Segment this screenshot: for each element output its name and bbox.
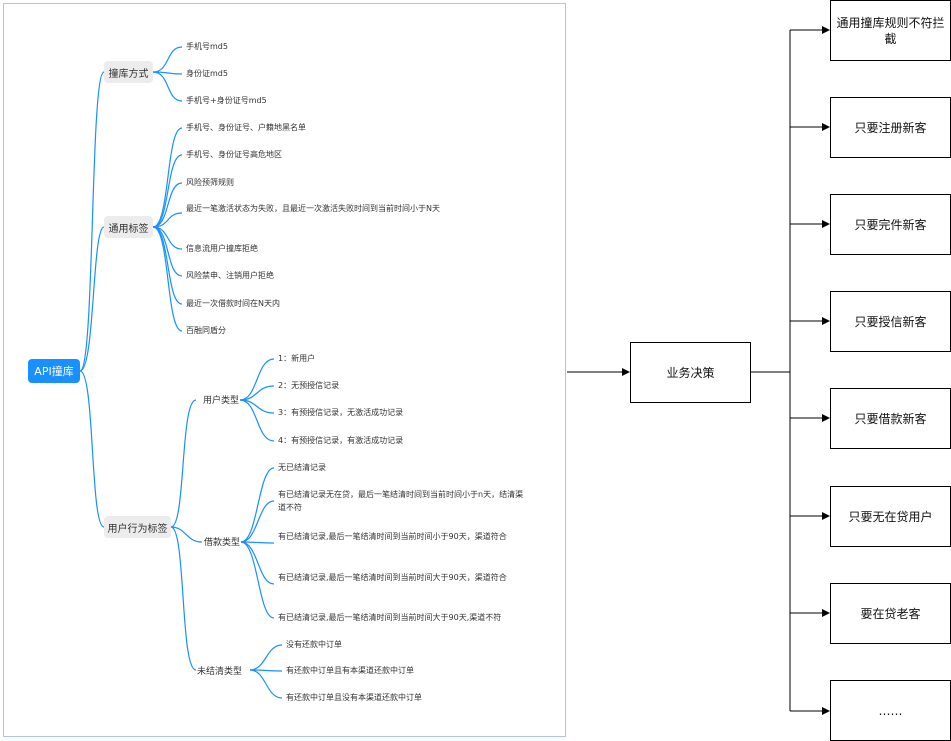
leaf-loan-type: 有已结清记录,最后一笔结清时间到当前时间大于90天，渠道符合: [278, 573, 507, 582]
leaf-collision: 手机号md5: [186, 42, 228, 51]
outcome-box[interactable]: 只要注册新客: [830, 97, 951, 158]
leaf-user-type: 3：有预授信记录，无激活成功记录: [278, 408, 404, 417]
leaf-unsettled-type: 有还款中订单且没有本渠道还款中订单: [286, 693, 422, 702]
leaf-loan-type: 有已结清记录无在贷，最后一笔结清时间到当前时间小于n天，结清渠道不符: [278, 490, 524, 512]
leaf-user-type: 4：有预授信记录，有激活成功记录: [278, 436, 404, 445]
outcome-box[interactable]: 只要借款新客: [830, 388, 951, 449]
outcome-box[interactable]: 只要无在贷用户: [830, 486, 951, 547]
outcome-box[interactable]: 只要完件新客: [830, 194, 951, 255]
subgroup-user-type[interactable]: 用户类型: [203, 396, 240, 406]
category-collision[interactable]: 撞库方式: [104, 61, 153, 83]
leaf-loan-type: 无已结清记录: [278, 463, 326, 472]
outcome-box[interactable]: 只要授信新客: [830, 291, 951, 352]
subgroup-unsettled-type[interactable]: 未结清类型: [197, 667, 243, 677]
outcome-box[interactable]: 要在贷老客: [830, 583, 951, 644]
category-behavior[interactable]: 用户行为标签: [104, 516, 171, 538]
root-node[interactable]: API撞库: [28, 359, 80, 383]
outcome-box[interactable]: 通用撞库规则不符拦截: [830, 0, 951, 61]
leaf-common: 最近一次借款时间在N天内: [186, 299, 280, 308]
leaf-common: 百融同盾分: [186, 326, 226, 335]
outcome-box[interactable]: ……: [830, 680, 951, 741]
mindmap-frame: [3, 3, 566, 737]
leaf-user-type: 1：新用户: [278, 354, 316, 363]
decision-box[interactable]: 业务决策: [630, 342, 751, 403]
leaf-loan-type: 有已结清记录,最后一笔结清时间到当前时间大于90天,渠道不符: [278, 613, 502, 622]
leaf-common: 风险预筛规则: [186, 178, 234, 187]
subgroup-loan-type[interactable]: 借款类型: [204, 538, 241, 548]
leaf-common: 风险禁申、注销用户拒绝: [186, 271, 274, 280]
leaf-loan-type: 有已结清记录,最后一笔结清时间到当前时间小于90天，渠道符合: [278, 532, 507, 541]
leaf-common: 手机号、身份证号、户籍地黑名单: [186, 123, 306, 132]
leaf-unsettled-type: 没有还款中订单: [286, 640, 342, 649]
leaf-user-type: 2：无预授信记录: [278, 381, 340, 390]
leaf-unsettled-type: 有还款中订单且有本渠道还款中订单: [286, 666, 414, 675]
leaf-common: 手机号、身份证号高危地区: [186, 150, 282, 159]
leaf-common: 最近一笔激活状态为失败，且最近一次激活失败时间到当前时间小于N天: [186, 204, 440, 213]
leaf-collision: 手机号+身份证号md5: [186, 96, 267, 105]
leaf-common: 信息流用户撞库拒绝: [186, 244, 258, 253]
leaf-collision: 身份证md5: [186, 69, 228, 78]
category-common[interactable]: 通用标签: [104, 216, 153, 238]
